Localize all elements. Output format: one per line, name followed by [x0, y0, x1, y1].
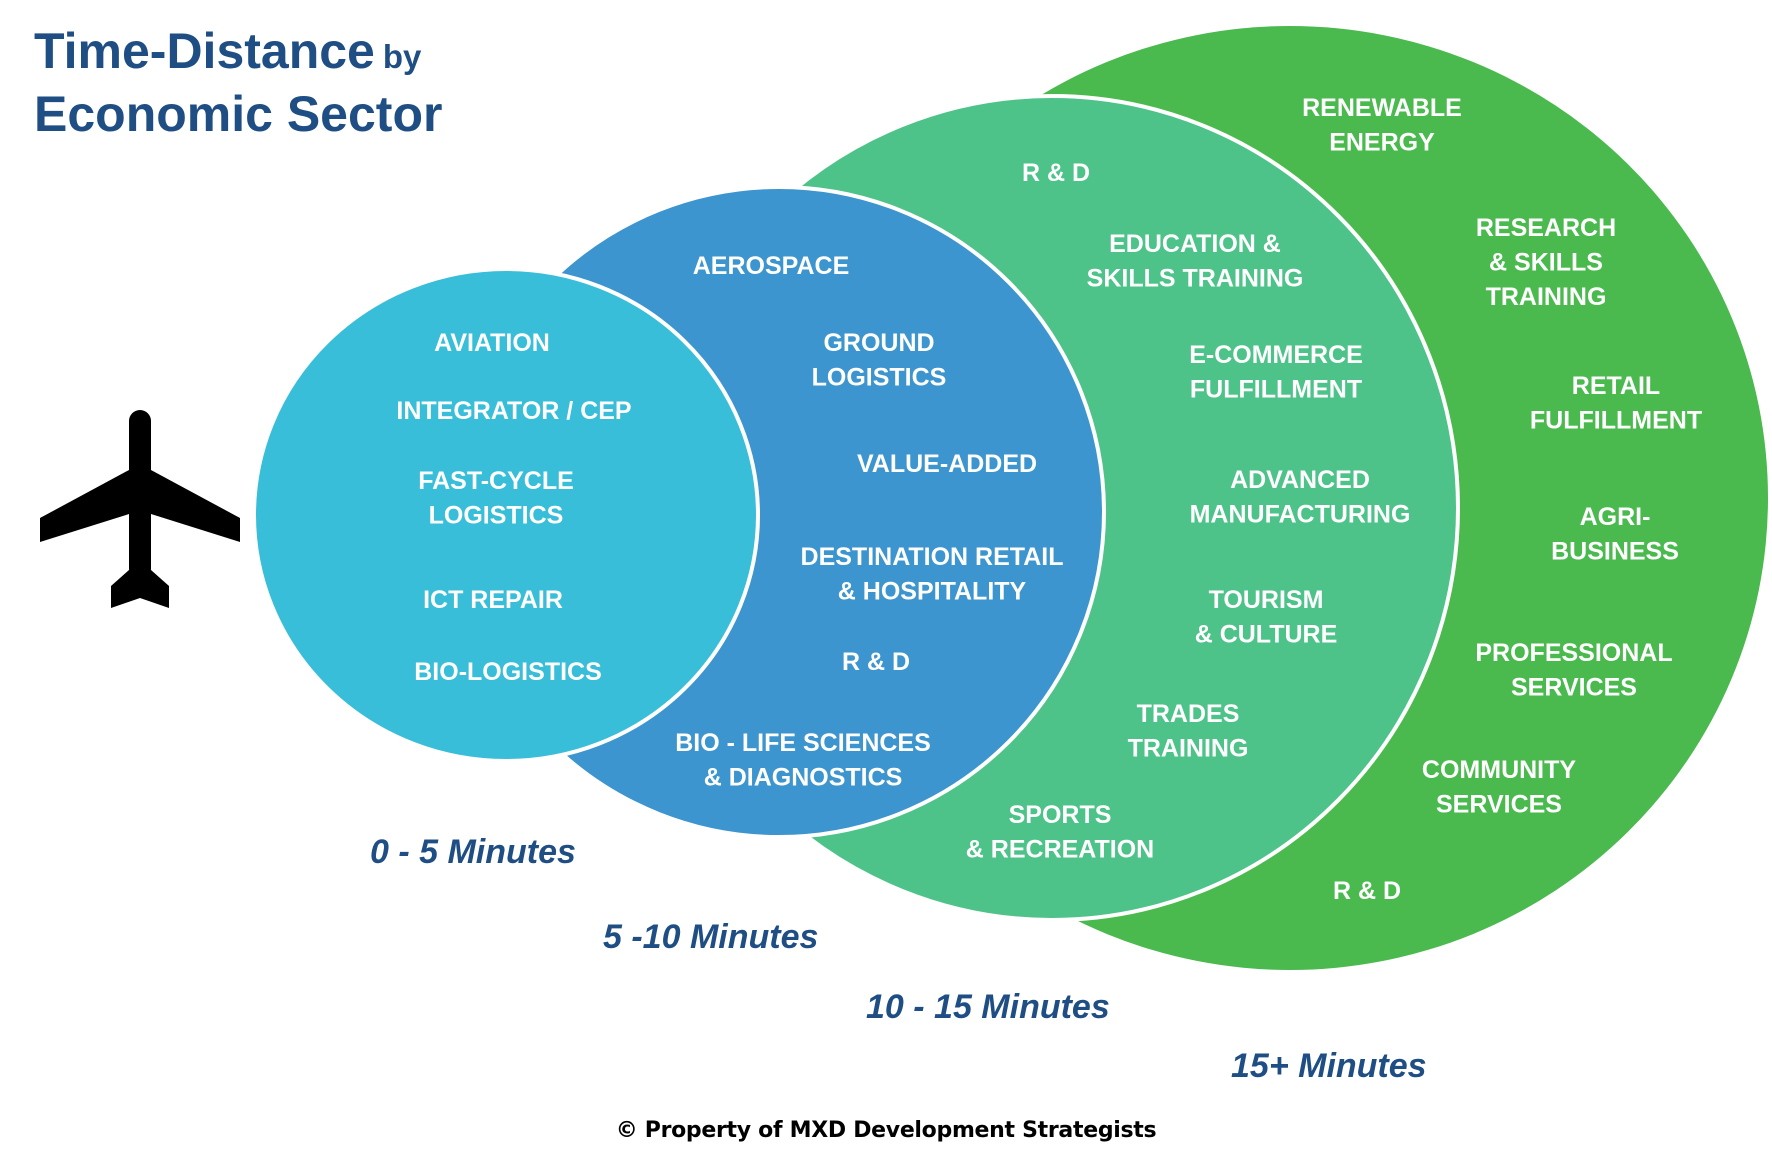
sector-label-line: RENEWABLE	[1302, 94, 1462, 122]
sector-label: AEROSPACE	[693, 252, 850, 280]
sector-label-line: SERVICES	[1511, 674, 1637, 702]
sector-label-line: & SKILLS	[1489, 249, 1603, 277]
sector-label: TRADES TRAINING	[1128, 700, 1249, 763]
sector-label-line: BIO - LIFE SCIENCES	[675, 729, 931, 757]
sector-label: EDUCATION & SKILLS TRAINING	[1087, 230, 1304, 293]
sector-label-line: SPORTS	[1009, 801, 1112, 829]
sector-label-line: ENERGY	[1329, 129, 1435, 157]
sector-label: INTEGRATOR / CEP	[396, 397, 631, 425]
sector-label: AGRI- BUSINESS	[1551, 503, 1679, 566]
sector-label-line: VALUE-ADDED	[857, 450, 1037, 478]
time-labels-layer: 0 - 5 Minutes 5 -10 Minutes 10 - 15 Minute…	[370, 833, 1427, 1085]
sector-label-line: LOGISTICS	[429, 502, 564, 530]
sector-label-line: TRAINING	[1128, 735, 1249, 763]
sector-label-line: DESTINATION RETAIL	[801, 543, 1064, 571]
sector-label: E-COMMERCE FULFILLMENT	[1189, 341, 1363, 404]
sector-label: RETAIL FULFILLMENT	[1530, 372, 1702, 435]
sector-label-line: & RECREATION	[966, 836, 1154, 864]
ring-0-5	[252, 267, 760, 763]
sector-label: VALUE-ADDED	[857, 450, 1037, 478]
sector-label-line: R & D	[1022, 159, 1090, 187]
diagram-subtitle: Economic Sector	[34, 86, 443, 142]
copyright-footer: © Property of MXD Development Strategist…	[615, 1118, 1157, 1143]
sector-label-line: COMMUNITY	[1422, 756, 1576, 784]
sector-label: R & D	[842, 648, 910, 676]
sector-label-line: BIO-LOGISTICS	[414, 658, 602, 686]
sector-label-line: R & D	[1333, 877, 1401, 905]
sector-label-line: LOGISTICS	[812, 364, 947, 392]
airplane-icon	[40, 410, 240, 608]
sector-label: BIO - LIFE SCIENCES & DIAGNOSTICS	[675, 729, 931, 792]
sector-label: AVIATION	[434, 329, 550, 357]
sector-label: ICT REPAIR	[423, 586, 563, 614]
sector-label-line: & DIAGNOSTICS	[704, 764, 903, 792]
sector-label: FAST-CYCLE LOGISTICS	[418, 467, 574, 530]
title-main: Time-Distance	[34, 23, 375, 79]
sector-label-line: & CULTURE	[1195, 621, 1338, 649]
sector-label: COMMUNITY SERVICES	[1422, 756, 1576, 819]
sector-label: RENEWABLE ENERGY	[1302, 94, 1462, 157]
sector-label-line: ADVANCED	[1230, 466, 1370, 494]
rings-layer	[252, 26, 1768, 970]
sector-label-line: TRAINING	[1486, 283, 1607, 311]
sector-label: GROUND LOGISTICS	[812, 329, 947, 392]
sector-label-line: FULFILLMENT	[1190, 376, 1362, 404]
sector-labels-layer: AVIATION INTEGRATOR / CEP FAST-CYCLE LOGIST…	[396, 94, 1702, 905]
sector-label-line: & HOSPITALITY	[838, 578, 1027, 606]
sector-label-line: R & D	[842, 648, 910, 676]
sector-label-line: AVIATION	[434, 329, 550, 357]
sector-label-line: FAST-CYCLE	[418, 467, 574, 495]
sector-label-line: RESEARCH	[1476, 214, 1616, 242]
sector-label-line: BUSINESS	[1551, 538, 1679, 566]
sector-label: TOURISM & CULTURE	[1195, 586, 1338, 649]
sector-label-line: ICT REPAIR	[423, 586, 563, 614]
sector-label-line: EDUCATION &	[1109, 230, 1281, 258]
time-band-label: 15+ Minutes	[1231, 1047, 1427, 1085]
sector-label-line: SERVICES	[1436, 791, 1562, 819]
sector-label-line: TOURISM	[1209, 586, 1324, 614]
time-band-label: 5 -10 Minutes	[603, 918, 818, 956]
sector-label-line: TRADES	[1137, 700, 1240, 728]
sector-label-line: GROUND	[823, 329, 934, 357]
sector-label-line: AGRI-	[1580, 503, 1651, 531]
sector-label-line: E-COMMERCE	[1189, 341, 1363, 369]
time-band-label: 0 - 5 Minutes	[370, 833, 576, 871]
sector-label-line: INTEGRATOR / CEP	[396, 397, 631, 425]
sector-label: R & D	[1333, 877, 1401, 905]
sector-label: DESTINATION RETAIL & HOSPITALITY	[801, 543, 1064, 606]
sector-label: BIO-LOGISTICS	[414, 658, 602, 686]
time-band-label: 10 - 15 Minutes	[866, 988, 1110, 1026]
sector-label-line: PROFESSIONAL	[1475, 639, 1672, 667]
sector-label: R & D	[1022, 159, 1090, 187]
title-connector: by	[382, 38, 422, 75]
sector-label: SPORTS & RECREATION	[966, 801, 1154, 864]
sector-label-line: AEROSPACE	[693, 252, 850, 280]
sector-label: ADVANCED MANUFACTURING	[1190, 466, 1411, 529]
sector-label: PROFESSIONAL SERVICES	[1475, 639, 1672, 702]
sector-label-line: FULFILLMENT	[1530, 407, 1702, 435]
sector-label-line: SKILLS TRAINING	[1087, 265, 1304, 293]
sector-label: RESEARCH & SKILLS TRAINING	[1476, 214, 1616, 311]
sector-label-line: RETAIL	[1572, 372, 1660, 400]
sector-label-line: MANUFACTURING	[1190, 501, 1411, 529]
